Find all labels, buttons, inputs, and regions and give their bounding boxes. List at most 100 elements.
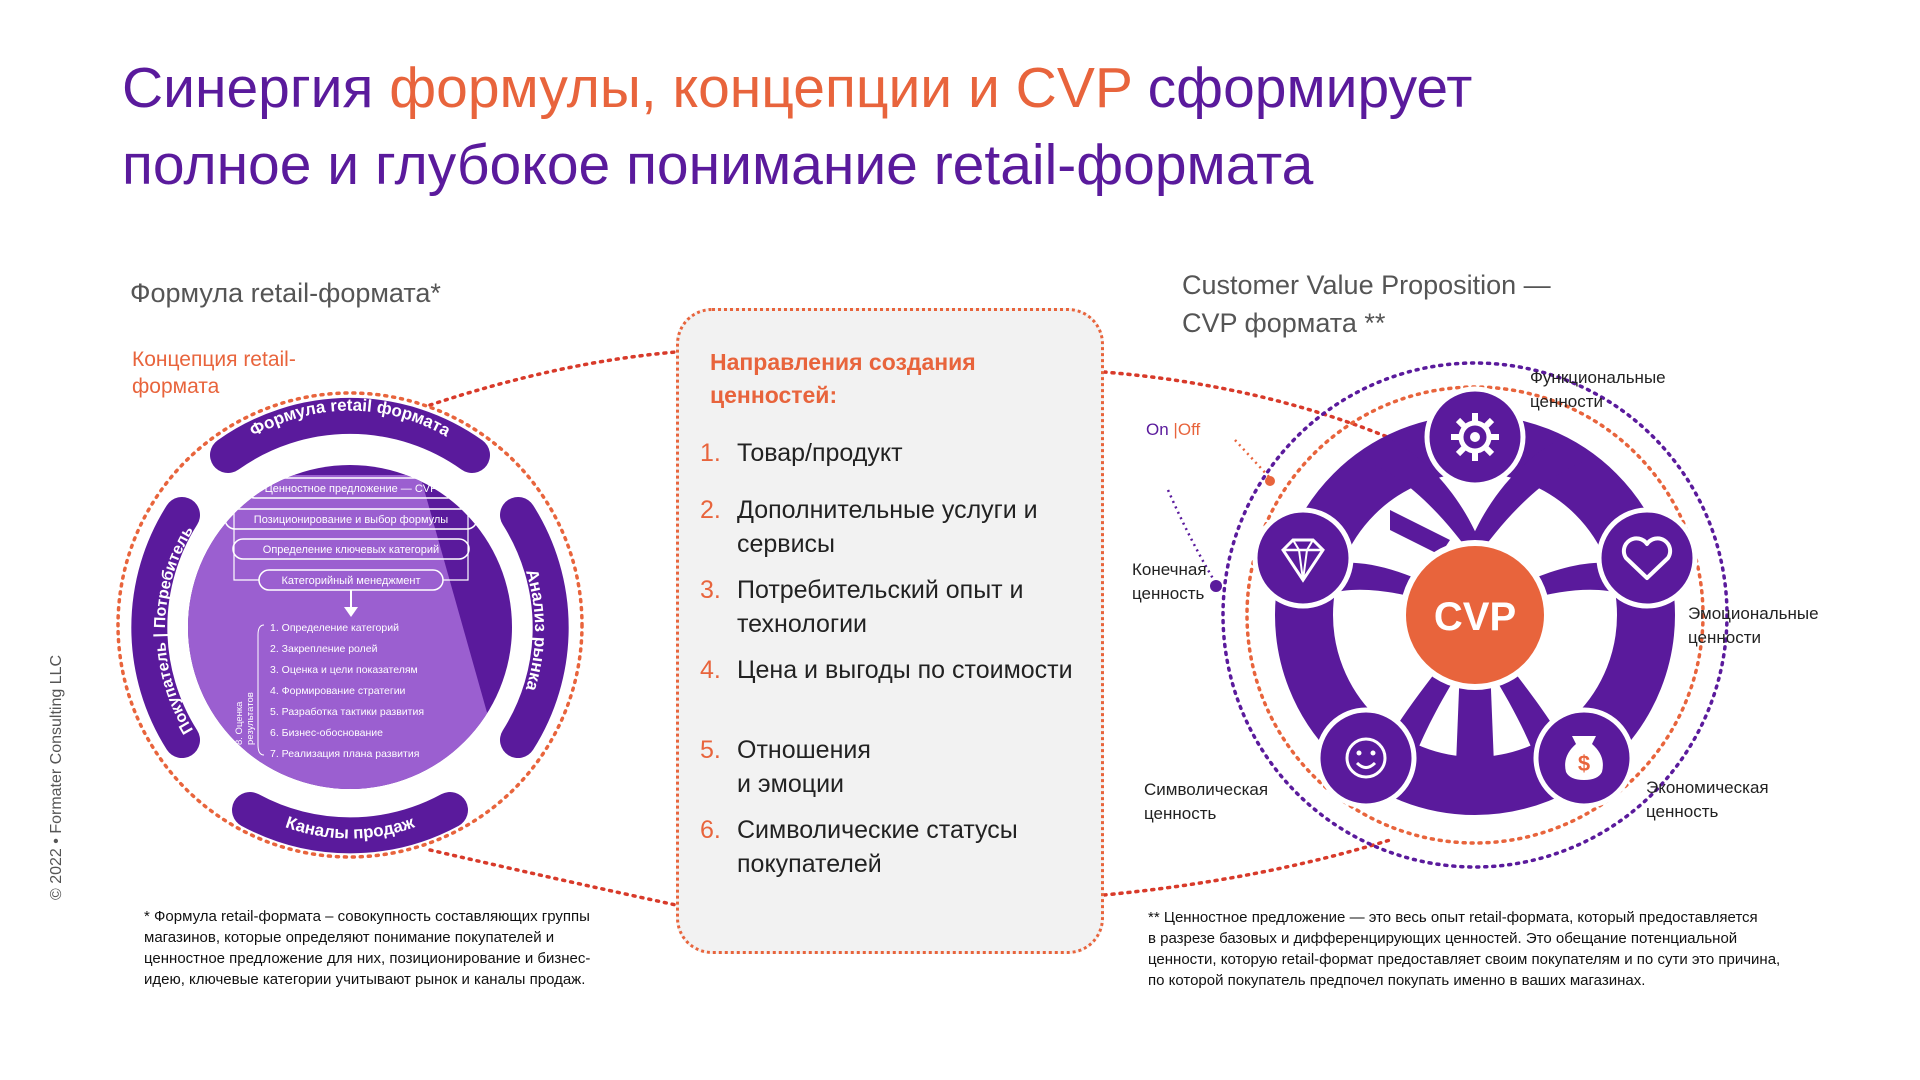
label-symbolic-line2: ценность <box>1144 804 1217 823</box>
label-symbolic: Символическая ценность <box>1144 778 1268 826</box>
concept-label-line1: Концепция retail- <box>132 348 296 371</box>
spoke-1 <box>1360 438 1485 560</box>
title-part3: сформирует <box>1131 56 1473 120</box>
footnote-left-line4: идею, ключевые категории учитывают рынок… <box>144 971 586 988</box>
box-cvp-label: Ценностное предложение — CVP <box>265 483 438 495</box>
list-item-number: 1. <box>700 439 721 467</box>
label-economic-line1: Экономическая <box>1646 778 1769 797</box>
on-off-pointer <box>1234 439 1271 479</box>
connector-left-bottom <box>428 848 678 907</box>
box-positioning-label: Позиционирование и выбор формулы <box>254 514 449 526</box>
final-value-node <box>1252 507 1354 609</box>
footnote-right-line3: ценности, которую retail-формат предоста… <box>1148 951 1781 968</box>
flow-connector-left <box>233 487 259 581</box>
label-final-line2: ценность <box>1132 584 1205 603</box>
list-item-number: 4. <box>700 656 721 684</box>
list-item-number: 5. <box>700 736 721 764</box>
emotional-node <box>1596 507 1698 609</box>
footnote-right-line1: ** Ценностное предложение — это весь опы… <box>1148 909 1758 926</box>
spoke-7 <box>1455 665 1495 790</box>
cvp-diagram: CVP $ <box>1166 361 1729 869</box>
steps-bracket <box>257 624 265 756</box>
footnote-right-line4: по которой покупатель предпочел покупать… <box>1148 972 1646 989</box>
list-item-text: Отношения и эмоции <box>737 736 871 798</box>
footnote-left-line3: ценностное предложение для них, позицион… <box>144 950 591 967</box>
label-functional-line1: Функциональные <box>1530 368 1666 387</box>
concept-label-line2: формата <box>132 375 220 398</box>
arc-left-segment <box>131 497 200 758</box>
on-label: On <box>1146 420 1169 439</box>
arrow-down-icon <box>344 607 358 617</box>
box-category-mgmt-label: Категорийный менеджмент <box>282 575 421 587</box>
title-highlight: формулы, концепции и CVP <box>389 56 1132 120</box>
off-label: Off <box>1177 420 1201 439</box>
arc-top-segment <box>210 397 490 473</box>
on-off-separator: | <box>1173 420 1178 439</box>
step-1: 1. Определение категорий <box>270 622 399 634</box>
list-item-number: 2. <box>700 496 721 524</box>
smile-icon <box>1345 737 1387 779</box>
flow-connector-right <box>443 487 469 581</box>
vertical-label-line1: 8. Оценка <box>234 701 245 745</box>
spoke-2 <box>1465 438 1590 560</box>
list-item-text: Символические статусы покупателей <box>737 816 1018 878</box>
connector-right-bottom <box>1102 838 1392 897</box>
footnote-left-line2: магазинов, которые определяют понимание … <box>144 929 555 946</box>
list-item: 3.Потребительский опыт и технологии <box>700 573 1090 641</box>
box-key-categories-label: Определение ключевых категорий <box>263 544 439 556</box>
svg-text:$: $ <box>1578 751 1590 776</box>
arc-right-segment <box>500 497 569 758</box>
list-item: 2.Дополнительные услуги и сервисы <box>700 493 1090 561</box>
cvp-center <box>1400 540 1550 690</box>
symbolic-node <box>1315 707 1417 809</box>
label-final: Конечная ценность <box>1132 558 1207 606</box>
label-economic-line2: ценность <box>1646 802 1719 821</box>
step-2: 2. Закрепление ролей <box>270 643 378 655</box>
label-final-line1: Конечная <box>1132 560 1207 579</box>
diamond-icon <box>1281 538 1325 583</box>
list-item-number: 6. <box>700 816 721 844</box>
final-value-dot <box>1210 580 1222 592</box>
label-symbolic-line1: Символическая <box>1144 780 1269 799</box>
step-3: 3. Оценка и цели показателям <box>270 664 418 676</box>
list-item: 1.Товар/продукт <box>700 436 1090 470</box>
concept-label: Концепция retail- формата <box>132 346 296 400</box>
value-directions-title-line1: Направления создания <box>710 349 976 375</box>
label-functional-line2: ценности <box>1530 392 1604 411</box>
footnote-left-line1: * Формула retail-формата – совокупность … <box>144 908 590 925</box>
title-part1: Синергия <box>122 56 390 120</box>
connector-right-top <box>1102 370 1392 440</box>
connector-left-top <box>428 350 678 407</box>
left-section-title: Формула retail-формата* <box>130 278 441 308</box>
inner-disk-lower <box>188 475 512 789</box>
gear-icon <box>1451 413 1499 461</box>
footnote-left: * Формула retail-формата – совокупность … <box>144 906 590 990</box>
arc-bottom-segment <box>232 792 468 854</box>
label-emotional: Эмоциональные ценности <box>1688 602 1819 650</box>
step-4: 4. Формирование стратегии <box>270 685 406 697</box>
step-5: 5. Разработка тактики развития <box>270 706 424 718</box>
step-7: 7. Реализация плана развития <box>270 748 419 760</box>
heart-icon <box>1621 536 1673 580</box>
on-off-toggle[interactable]: On |Off <box>1146 420 1200 440</box>
value-directions-title: Направления создания ценностей: <box>710 346 1070 412</box>
right-title-line2: CVP формата ** <box>1182 308 1386 338</box>
label-economic: Экономическая ценность <box>1646 776 1769 824</box>
list-item: 5. Отношения и эмоции <box>700 733 1090 801</box>
value-directions-box <box>676 308 1104 954</box>
label-emotional-line1: Эмоциональные <box>1688 604 1819 623</box>
concept-dotted-ring <box>116 391 584 859</box>
step-6: 6. Бизнес-обоснование <box>270 727 383 739</box>
list-item-text: Цена и выгоды по стоимости <box>737 656 1073 684</box>
box-key-categories <box>232 538 470 560</box>
page-title: Синергия формулы, концепции и CVP сформи… <box>122 50 1822 204</box>
label-functional: Функциональные ценности <box>1530 366 1666 414</box>
spoke-8 <box>1390 510 1450 555</box>
value-directions-title-line2: ценностей: <box>710 382 838 408</box>
money-bag-icon: $ <box>1565 736 1603 780</box>
list-item: 4. Цена и выгоды по стоимости <box>700 653 1090 687</box>
cvp-outer-ring <box>1221 361 1729 869</box>
cvp-center-label: CVP <box>1434 595 1516 639</box>
on-off-dot <box>1265 476 1275 486</box>
